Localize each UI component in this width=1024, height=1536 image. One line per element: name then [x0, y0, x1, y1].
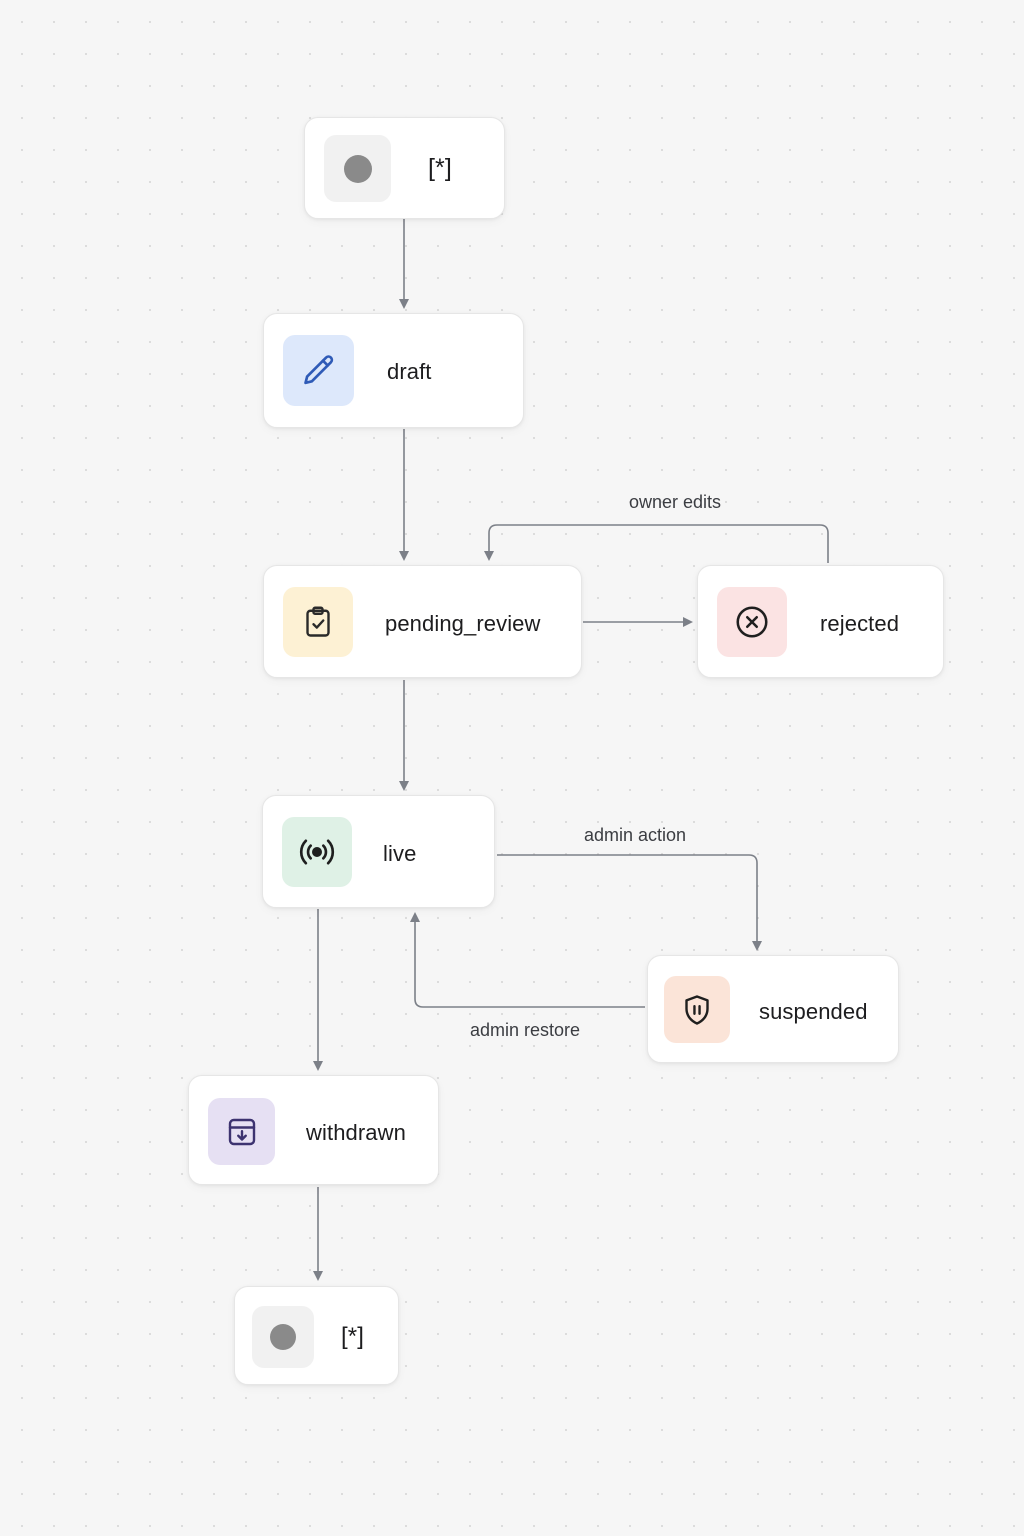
- state-draft[interactable]: draft: [263, 313, 524, 428]
- edge-label-admin-restore: admin restore: [470, 1020, 580, 1040]
- rejected-icon-tile: [717, 587, 787, 657]
- final-icon-tile: [252, 1306, 314, 1368]
- state-label: [*]: [341, 1323, 364, 1350]
- initial-icon-tile: [324, 135, 391, 202]
- filled-circle-icon: [270, 1324, 296, 1350]
- state-label: rejected: [820, 611, 900, 636]
- edge-label-admin-action: admin action: [584, 825, 686, 845]
- state-rejected[interactable]: rejected: [697, 565, 944, 678]
- edge-rejected-to-pending-review: [484, 524, 829, 563]
- state-withdrawn[interactable]: withdrawn: [188, 1075, 439, 1185]
- edge-live-to-suspended: [497, 854, 762, 951]
- state-pending-review[interactable]: pending_review: [263, 565, 582, 678]
- filled-circle-icon: [343, 154, 372, 183]
- state-live[interactable]: live: [262, 795, 495, 908]
- live-icon-tile: [282, 817, 352, 887]
- state-label: suspended: [759, 999, 868, 1024]
- edge-label-owner-edits: owner edits: [629, 492, 721, 512]
- x-circle-icon: [736, 606, 768, 638]
- pending-review-icon-tile: [283, 587, 353, 657]
- state-label: [*]: [428, 154, 452, 182]
- state-initial[interactable]: [*]: [304, 117, 505, 219]
- broadcast-icon: [299, 839, 335, 865]
- state-label: live: [383, 841, 417, 866]
- archive-down-icon: [228, 1118, 255, 1145]
- shield-pause-icon: [685, 994, 709, 1025]
- state-final[interactable]: [*]: [234, 1286, 399, 1385]
- state-label: pending_review: [385, 611, 541, 636]
- draft-icon-tile: [283, 335, 354, 406]
- suspended-icon-tile: [664, 976, 730, 1043]
- edge-suspended-to-live: [410, 912, 645, 1008]
- state-label: draft: [387, 359, 432, 384]
- state-label: withdrawn: [306, 1120, 406, 1145]
- state-suspended[interactable]: suspended: [647, 955, 899, 1063]
- pencil-icon: [303, 354, 333, 384]
- withdrawn-icon-tile: [208, 1098, 275, 1165]
- clipboard-check-icon: [306, 606, 330, 637]
